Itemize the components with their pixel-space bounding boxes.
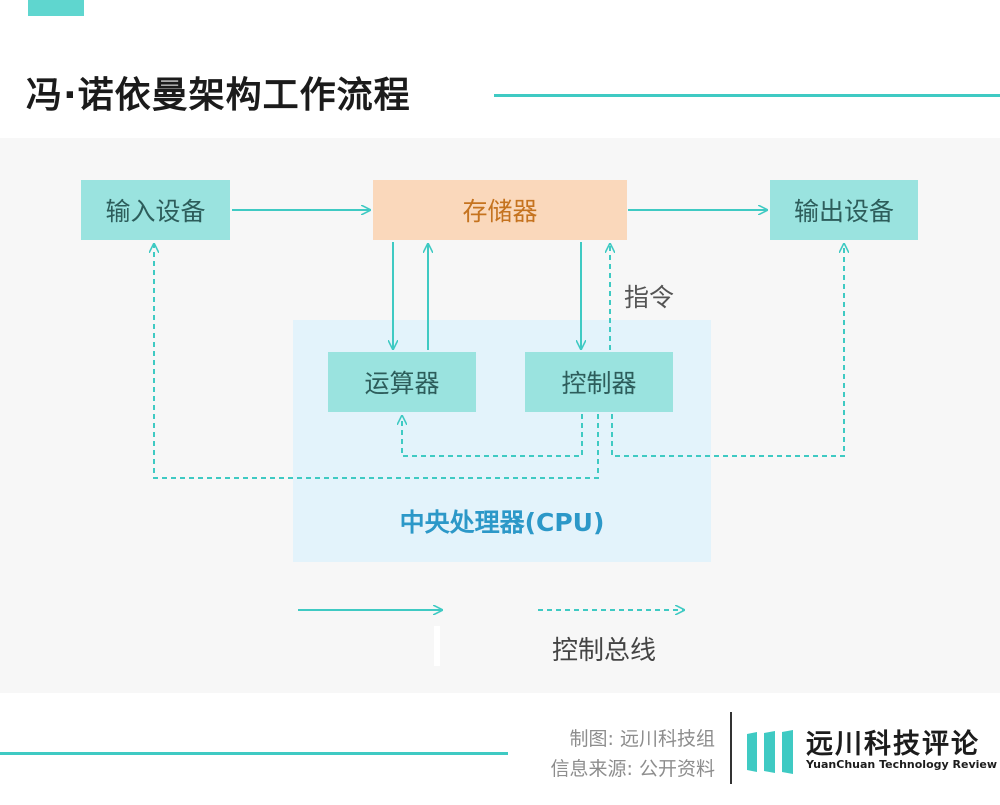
title-rule xyxy=(494,94,1000,97)
input-device-node: 输入设备 xyxy=(81,180,230,240)
brand-name: 远川科技评论 xyxy=(806,729,980,760)
brand-logo-icon xyxy=(747,730,793,774)
credit-maker: 制图: 远川科技组 xyxy=(569,728,715,750)
control-bus-label: 控制总线 xyxy=(552,636,657,666)
cpu-label: 中央处理器(CPU) xyxy=(399,508,605,537)
alu-node: 运算器 xyxy=(328,352,476,412)
output-device-node: 输出设备 xyxy=(770,180,918,240)
memory-node: 存储器 xyxy=(373,180,627,240)
footer-divider xyxy=(730,712,732,784)
footer-rule xyxy=(0,752,508,755)
credit-source: 信息来源: 公开资料 xyxy=(550,758,715,780)
brand-name-en: YuanChuan Technology Review xyxy=(806,758,998,771)
controller-node: 控制器 xyxy=(525,352,673,412)
instruction-label: 指令 xyxy=(624,283,675,312)
top-accent-bar xyxy=(28,0,84,16)
page-title: 冯·诺依曼架构工作流程 xyxy=(26,75,411,116)
